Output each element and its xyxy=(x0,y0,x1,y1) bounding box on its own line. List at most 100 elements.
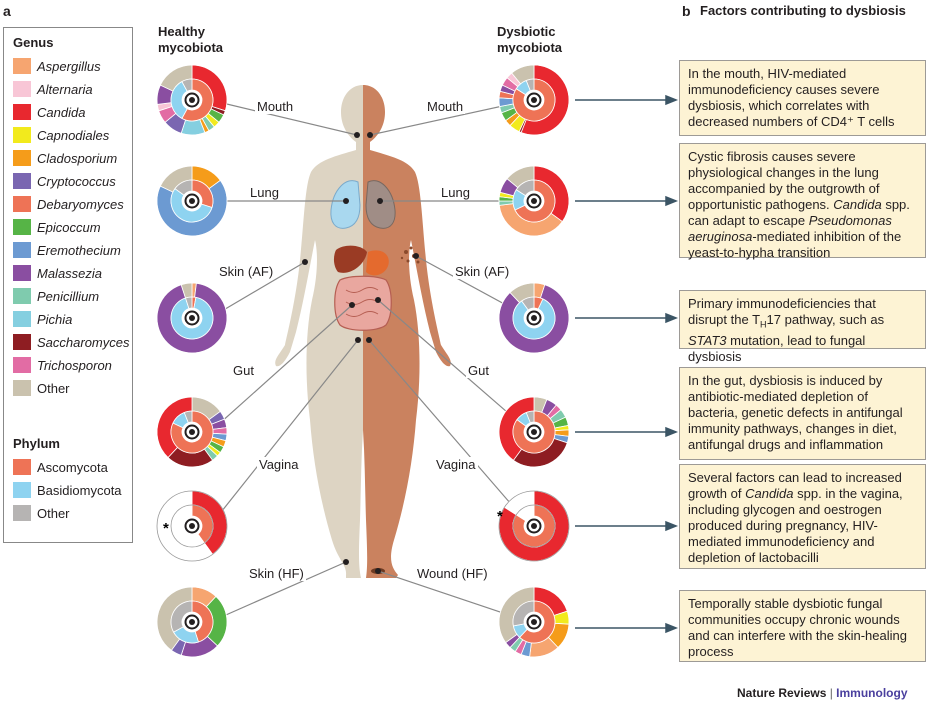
stomach-icon xyxy=(366,250,389,276)
legend-genus-label: Cladosporium xyxy=(37,150,118,166)
donut-center-ring xyxy=(184,92,200,108)
legend-genus-header: Genus xyxy=(13,35,54,50)
factor-skin-text-1: Primary immunodeficiencies that disrupt … xyxy=(688,296,876,327)
legend-phylum-label: Basidiomycota xyxy=(37,482,122,498)
factor-box-wound: Temporally stable dysbiotic fungal commu… xyxy=(679,590,926,662)
legend-genus-label: Cryptococcus xyxy=(37,173,116,189)
legend-swatch xyxy=(13,288,31,304)
legend-phylum-label: Ascomycota xyxy=(37,459,108,475)
donut-center-dot xyxy=(531,619,537,625)
donut-center-dot xyxy=(531,315,537,321)
legend-genus-label: Alternaria xyxy=(37,81,93,97)
lung-dysbiotic-icon xyxy=(365,180,396,229)
donut-outline xyxy=(498,64,570,136)
legend-genus-label: Candida xyxy=(37,104,86,120)
site-label-vagina-dysbiotic: Vagina xyxy=(434,457,478,472)
legend-swatch xyxy=(13,242,31,258)
legend-swatch xyxy=(13,219,31,235)
donut-center-dot xyxy=(189,523,195,529)
donut-center-ring xyxy=(526,193,542,209)
donut-center-ring xyxy=(526,614,542,630)
panel-b-label: b xyxy=(682,3,691,19)
legend-genus-label: Eremothecium xyxy=(37,242,121,258)
legend-swatch xyxy=(13,196,31,212)
donut-center-ring xyxy=(526,92,542,108)
legend-genus-item: Eremothecium xyxy=(13,241,121,259)
legend-genus-label: Aspergillus xyxy=(37,58,101,74)
legend-phylum-item: Other xyxy=(13,504,70,522)
donut-outline xyxy=(498,586,570,658)
legend-swatch xyxy=(13,380,31,396)
site-label-mouth-dysbiotic: Mouth xyxy=(425,99,466,114)
factor-box-skin: Primary immunodeficiencies that disrupt … xyxy=(679,290,926,364)
legend-genus-label: Pichia xyxy=(37,311,73,327)
arrows xyxy=(575,94,679,634)
legend-genus-label: Penicillium xyxy=(37,288,100,304)
legend-phylum-item: Basidiomycota xyxy=(13,481,122,499)
legend-genus-item: Penicillium xyxy=(13,287,99,305)
legend-phylum-header: Phylum xyxy=(13,436,60,451)
donut-center-ring xyxy=(184,310,200,326)
site-label-gut-dysbiotic: Gut xyxy=(466,363,491,378)
donut-outline xyxy=(156,586,228,658)
donut-center-dot xyxy=(531,97,537,103)
factor-lung-text-1: Cystic fibrosis causes severe physiologi… xyxy=(688,149,880,212)
legend-swatch xyxy=(13,173,31,189)
factor-box-mouth: In the mouth, HIV-mediated immunodeficie… xyxy=(679,60,926,136)
factor-skin-sub: H xyxy=(760,319,767,330)
legend-swatch xyxy=(13,81,31,97)
donut-center-ring xyxy=(526,424,542,440)
body-healthy-half xyxy=(275,85,363,578)
donut-ring-divider xyxy=(170,504,214,548)
donut-outline xyxy=(498,490,570,562)
factor-vagina-text-1: Several factors can lead to increased gr… xyxy=(688,470,902,501)
credit-journal: Nature Reviews xyxy=(737,686,827,700)
legend-genus-item: Cryptococcus xyxy=(13,172,116,190)
factor-skin-text-2: 17 pathway, such as xyxy=(766,312,885,327)
legend-genus-item: Candida xyxy=(13,103,85,121)
legend-genus-item: Pichia xyxy=(13,310,72,328)
legend-genus-item: Capnodiales xyxy=(13,126,109,144)
legend-genus-label: Trichosporon xyxy=(37,357,112,373)
lung-healthy-icon xyxy=(330,180,361,229)
donut-outline xyxy=(498,282,570,354)
legend-swatch xyxy=(13,104,31,120)
legend-genus-label: Malassezia xyxy=(37,265,103,281)
site-label-mouth-healthy: Mouth xyxy=(255,99,296,114)
legend-genus-label: Other xyxy=(37,380,70,396)
donut-outline xyxy=(498,396,570,468)
anchor-dots xyxy=(302,132,419,574)
credit-section: Immunology xyxy=(836,686,908,700)
donut-center-dot xyxy=(189,315,195,321)
factor-lung-pseudomonas: Pseudomonas aeruginosa xyxy=(688,213,892,244)
legend-genus-item: Aspergillus xyxy=(13,57,101,75)
legend-swatch xyxy=(13,127,31,143)
donut-center-ring xyxy=(184,518,200,534)
site-label-lung-dysbiotic: Lung xyxy=(439,185,472,200)
intestine-icon xyxy=(334,275,392,331)
factor-mouth-text: In the mouth, HIV-mediated immunodeficie… xyxy=(688,66,895,129)
factor-box-lung: Cystic fibrosis causes severe physiologi… xyxy=(679,143,926,260)
donut-outline xyxy=(156,64,228,136)
site-label-skin-hf: Skin (HF) xyxy=(247,566,306,581)
legend-phylum-item: Ascomycota xyxy=(13,458,108,476)
legend-genus-item: Other xyxy=(13,379,70,397)
legend-swatch xyxy=(13,459,31,475)
legend-genus-label: Epicoccum xyxy=(37,219,101,235)
donut-center-dot xyxy=(189,198,195,204)
donut-center-ring xyxy=(184,614,200,630)
legend-swatch xyxy=(13,482,31,498)
site-label-gut-healthy: Gut xyxy=(231,363,256,378)
factor-box-vagina: Several factors can lead to increased gr… xyxy=(679,464,926,569)
legend-swatch xyxy=(13,265,31,281)
legend-swatch xyxy=(13,334,31,350)
legend-swatch xyxy=(13,505,31,521)
site-label-lung-healthy: Lung xyxy=(248,185,281,200)
panel-b-title: Factors contributing to dysbiosis xyxy=(700,3,906,18)
donut-charts xyxy=(156,64,570,658)
legend-phylum-label: Other xyxy=(37,505,70,521)
donut-ring-divider xyxy=(512,504,556,548)
legend-genus-item: Epicoccum xyxy=(13,218,101,236)
